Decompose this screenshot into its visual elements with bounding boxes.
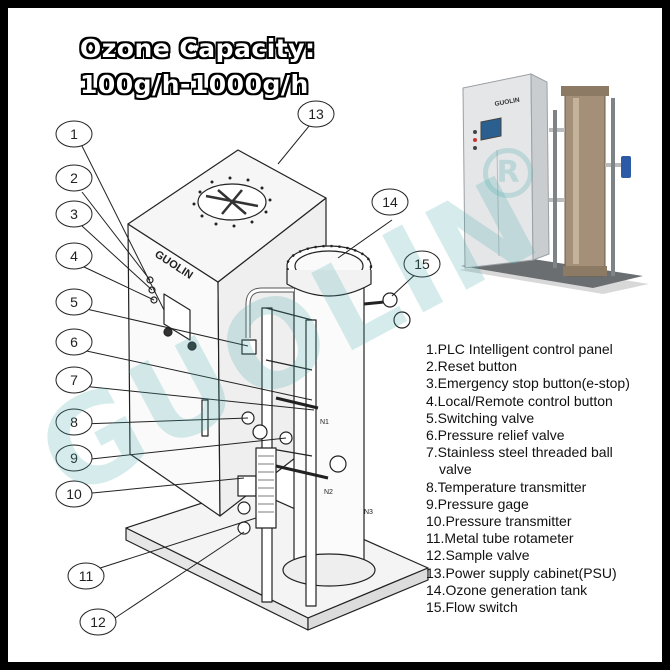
registered-mark: R — [483, 148, 533, 198]
parts-legend: 1.PLC Intelligent control panel 2.Reset … — [426, 341, 630, 616]
callout-10: 10 — [66, 486, 82, 502]
plc-panel — [163, 293, 191, 341]
pipe-label-n2: N2 — [324, 489, 333, 496]
callout-4: 4 — [70, 248, 78, 264]
callout-13: 13 — [308, 106, 324, 122]
equipment-drawing: GUOLIN N1 N2 N3 — [55, 100, 441, 636]
pipe-label-n1: N1 — [320, 419, 329, 426]
legend-item: 15.Flow switch — [426, 599, 518, 616]
legend-item: 1.PLC Intelligent control panel — [426, 341, 613, 357]
callout-7: 7 — [70, 372, 78, 388]
legend-item-continuation: valve — [439, 461, 472, 478]
legend-item: 10.Pressure transmitter — [426, 513, 572, 530]
callout-1: 1 — [70, 126, 78, 142]
callout-14: 14 — [382, 194, 398, 210]
legend-item: 13.Power supply cabinet(PSU) — [426, 564, 617, 581]
ozone-tank — [293, 265, 365, 573]
legend-item: 12.Sample valve — [426, 547, 530, 564]
legend-item: 11.Metal tube rotameter — [426, 530, 574, 547]
legend-item: 9.Pressure gage — [426, 495, 529, 512]
pipe-label-n3: N3 — [364, 509, 373, 516]
callout-5: 5 — [70, 294, 78, 310]
capacity-title: Ozone Capacity: — [80, 34, 316, 63]
legend-item: 2.Reset button — [426, 358, 518, 375]
legend-item: 6.Pressure relief valve — [426, 427, 565, 444]
legend-item: 4.Local/Remote control button — [426, 392, 613, 409]
legend-item: 8.Temperature transmitter — [426, 478, 587, 495]
callout-11: 11 — [79, 568, 94, 584]
legend-item: 5.Switching valve — [426, 409, 535, 426]
callout-15: 15 — [414, 256, 430, 272]
legend-item: 3.Emergency stop button(e-stop) — [426, 375, 630, 392]
callout-3: 3 — [70, 206, 78, 222]
callout-12: 12 — [90, 614, 106, 630]
capacity-range: 100g/h-1000g/h — [80, 70, 309, 99]
photo-brand: GUOLIN — [494, 97, 520, 108]
legend-item: 7.Stainless steel threaded ball — [426, 444, 613, 461]
diagram-frame: Ozone Capacity: 100g/h-1000g/h GUOLIN — [8, 8, 662, 662]
callout-2: 2 — [70, 170, 78, 186]
legend-item: 14.Ozone generation tank — [426, 581, 588, 598]
callout-6: 6 — [70, 334, 78, 350]
callout-8: 8 — [70, 414, 78, 430]
callout-9: 9 — [70, 450, 78, 466]
